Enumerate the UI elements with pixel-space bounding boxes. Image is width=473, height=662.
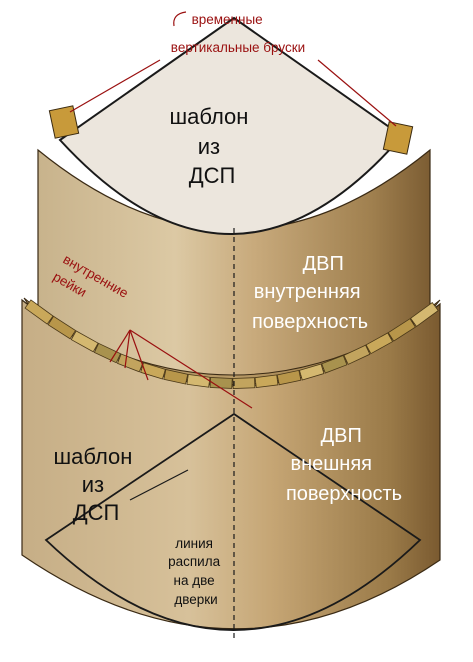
slat-block xyxy=(276,369,302,386)
slat-block xyxy=(254,374,279,388)
slat-block xyxy=(24,299,54,325)
top-template xyxy=(58,16,404,235)
slat-block xyxy=(298,363,325,381)
inner-slats xyxy=(24,299,439,389)
dvp-outer-label: ДВП внешняя поверхность xyxy=(286,425,402,505)
slat-block xyxy=(387,318,416,342)
temp-bar-left xyxy=(48,105,80,139)
slat-block xyxy=(116,353,144,373)
annotation-lines xyxy=(69,11,397,409)
slat-block xyxy=(232,377,256,389)
slat-block xyxy=(93,342,122,364)
bottom-template xyxy=(44,412,422,631)
slat-block xyxy=(343,344,371,365)
slat-block xyxy=(70,330,99,353)
dvp-inner-label: ДВП внутренняя поверхность xyxy=(252,253,368,333)
slat-block xyxy=(47,315,77,340)
slat-block xyxy=(365,332,394,355)
template-pointer-line xyxy=(129,469,189,501)
slat-block xyxy=(140,362,166,380)
bottom-template-label: шаблон из ДСП xyxy=(53,444,138,525)
temp-bar-right xyxy=(382,121,414,155)
top-template-label: шаблон из ДСП xyxy=(169,104,254,188)
cut-line-label: линия распила на две дверки xyxy=(168,536,224,607)
temp-bars-label: временные вертикальные бруски xyxy=(171,12,305,55)
slat-block xyxy=(321,354,348,374)
slat-block xyxy=(410,302,439,327)
slat-block xyxy=(163,369,189,385)
